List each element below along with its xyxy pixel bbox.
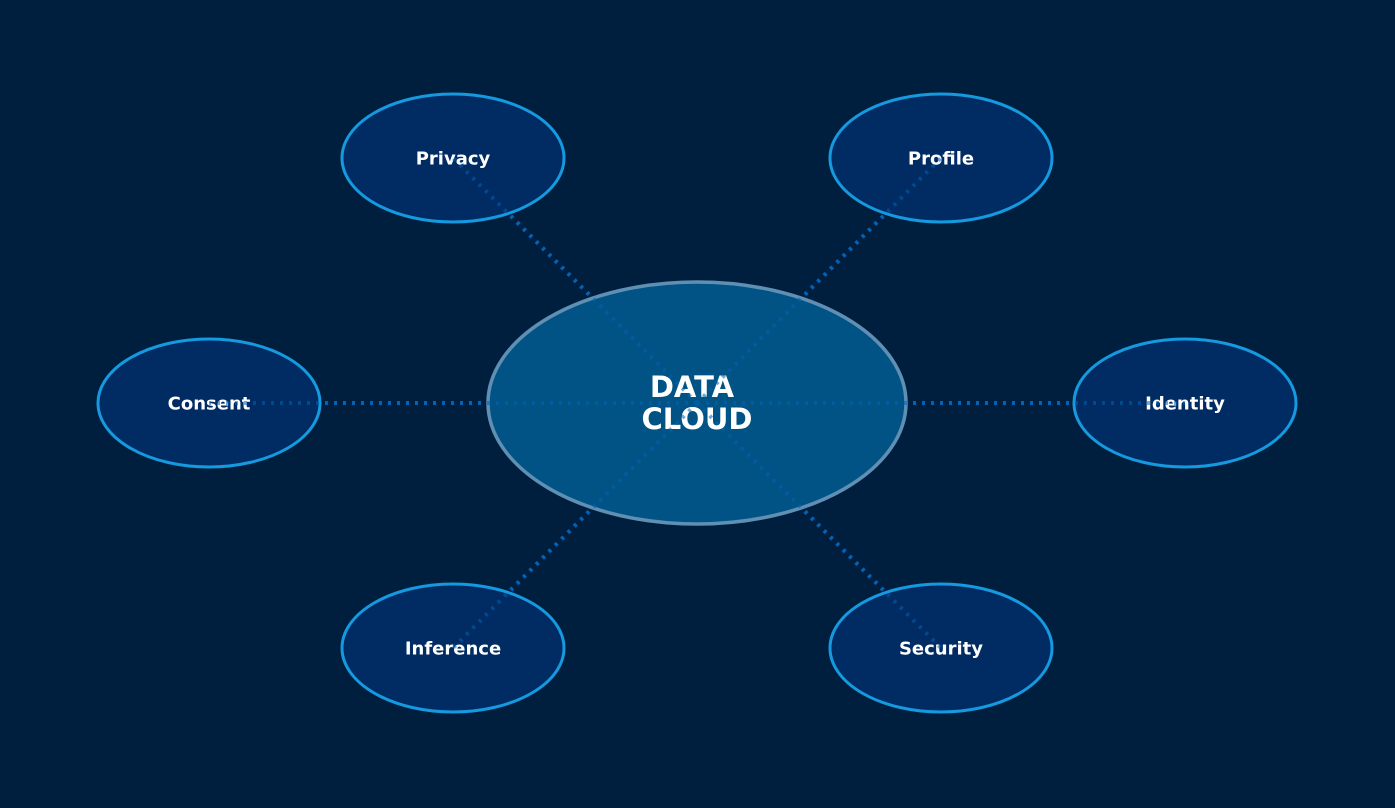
node-inference-label: Inference	[405, 639, 501, 660]
center-hub-label: DATA CLOUD	[641, 370, 752, 436]
center-hub-label-line-1: DATA	[650, 370, 735, 404]
connector-overlay-inference	[451, 401, 699, 650]
connectors-overlay	[209, 156, 1185, 650]
node-privacy-shape	[340, 92, 566, 224]
connector-overlay-security	[695, 401, 943, 650]
node-profile: Profile	[828, 92, 1054, 224]
node-inference: Inference	[340, 582, 566, 714]
node-security-label: Security	[899, 639, 983, 660]
connector-overlay-privacy	[451, 156, 699, 405]
connector-overlay-profile	[695, 156, 943, 405]
node-inference-shape	[340, 582, 566, 714]
node-identity-label: Identity	[1145, 394, 1225, 415]
node-security-shape	[828, 582, 1054, 714]
node-profile-shape	[828, 92, 1054, 224]
node-privacy: Privacy	[340, 92, 566, 224]
node-profile-label: Profile	[908, 149, 974, 170]
node-security: Security	[828, 582, 1054, 714]
node-consent-shape	[96, 337, 322, 469]
center-hub-label-line-2: CLOUD	[641, 402, 752, 436]
